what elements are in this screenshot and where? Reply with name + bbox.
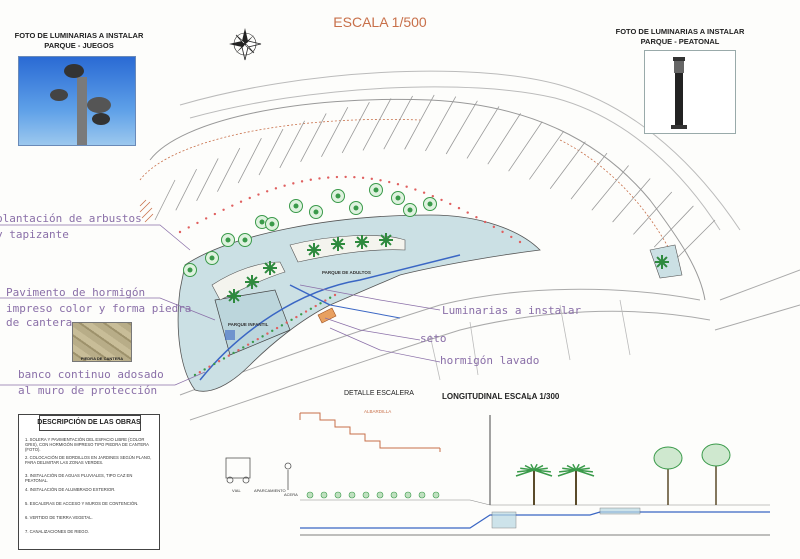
compass-rose-icon <box>229 28 262 61</box>
description-title: DESCRIPCIÓN DE LAS OBRAS <box>37 419 141 426</box>
photo-right-title-2: PARQUE - PEATONAL <box>640 37 720 46</box>
longitudinal-section <box>225 395 770 536</box>
section-palm-icon <box>515 463 553 505</box>
longitudinal-title: LONGITUDINAL ESCALA 1/300 <box>442 392 560 401</box>
description-item: 2. COLOCACIÓN DE BORDILLOS EN JARDINES S… <box>25 455 152 465</box>
label-pavimento-2: impreso color y forma piedra <box>6 302 192 315</box>
description-item: 7. CANALIZACIONES DE RIEGO. <box>25 529 89 534</box>
tree-symbols <box>183 183 437 277</box>
description-item: 3. INSTALACIÓN DE AGUAS PLUVIALES, TIPO … <box>25 473 133 483</box>
acera-label: ACERA <box>284 492 298 497</box>
palm-symbols <box>227 233 669 303</box>
palm-icon <box>263 261 277 275</box>
description-item: 5. ESCALERAS DE ACCESO Y MUROS DE CONTEN… <box>25 501 139 506</box>
label-banco-1: banco continuo adosado <box>18 368 164 381</box>
label-seto: seto <box>420 332 447 345</box>
park-area <box>177 214 541 392</box>
label-arbustos-1: plantación de arbustos <box>0 212 142 225</box>
aparcamiento-label: APARCAMIENTO <box>254 488 286 493</box>
photo-luminaria-juegos <box>18 56 136 147</box>
section-palm-icon <box>557 463 595 505</box>
description-item: 4. INSTALACIÓN DE ALUMBRADO EXTERIOR. <box>25 487 116 492</box>
photo-left-title-2: PARQUE - JUEGOS <box>44 41 114 50</box>
section-tree-symbols <box>306 443 731 505</box>
palm-icon <box>307 243 321 257</box>
scale-title: ESCALA 1/500 <box>333 14 427 30</box>
shrub-dots <box>178 175 522 377</box>
palm-icon <box>655 255 669 269</box>
section-tree-icon <box>701 443 731 505</box>
label-hormigon: hormigón lavado <box>440 354 540 367</box>
photo-luminaria-peatonal <box>644 50 736 134</box>
label-pavimento-3: de cantera <box>6 316 73 329</box>
lamp-post-icon <box>50 64 111 147</box>
section-tree-icon <box>653 446 683 505</box>
palm-icon <box>227 289 241 303</box>
label-pavimento-1: Pavimento de hormigón <box>6 286 146 299</box>
description-item: 1. SOLERA Y PAVIMENTACIÓN DEL ESPACIO LI… <box>25 437 149 452</box>
palm-icon <box>379 233 393 247</box>
label-arbustos-2: y tapizante <box>0 228 69 241</box>
palm-icon <box>245 275 259 289</box>
label-luminarias: Luminarias a instalar <box>442 304 582 317</box>
label-banco-2: al muro de protección <box>18 384 158 397</box>
albardilla-label: ALBARDILLA <box>364 409 392 414</box>
photo-piedra-cantera: PIEDRA DE CANTERA <box>72 322 132 362</box>
photo-right-title-1: FOTO DE LUMINARIAS A INSTALAR <box>615 27 745 36</box>
vial-label: VIAL <box>232 488 241 493</box>
description-item: 6. VERTIDO DE TIERRA VEGETAL. <box>25 515 93 520</box>
piedra-cantera-caption: PIEDRA DE CANTERA <box>80 356 124 361</box>
photo-left-title-1: FOTO DE LUMINARIAS A INSTALAR <box>14 31 144 40</box>
detalle-escalera: DETALLE ESCALERA <box>344 390 414 397</box>
palm-icon <box>355 235 369 249</box>
label-parque-adultos: PARQUE DE ADULTOS <box>322 270 371 275</box>
description-box: DESCRIPCIÓN DE LAS OBRAS 1. SOLERA Y PAV… <box>18 414 160 550</box>
bollard-light-icon <box>671 57 687 129</box>
parking-stalls <box>154 94 716 261</box>
label-parque-infantil: PARQUE INFANTIL <box>228 322 269 327</box>
palm-icon <box>331 237 345 251</box>
